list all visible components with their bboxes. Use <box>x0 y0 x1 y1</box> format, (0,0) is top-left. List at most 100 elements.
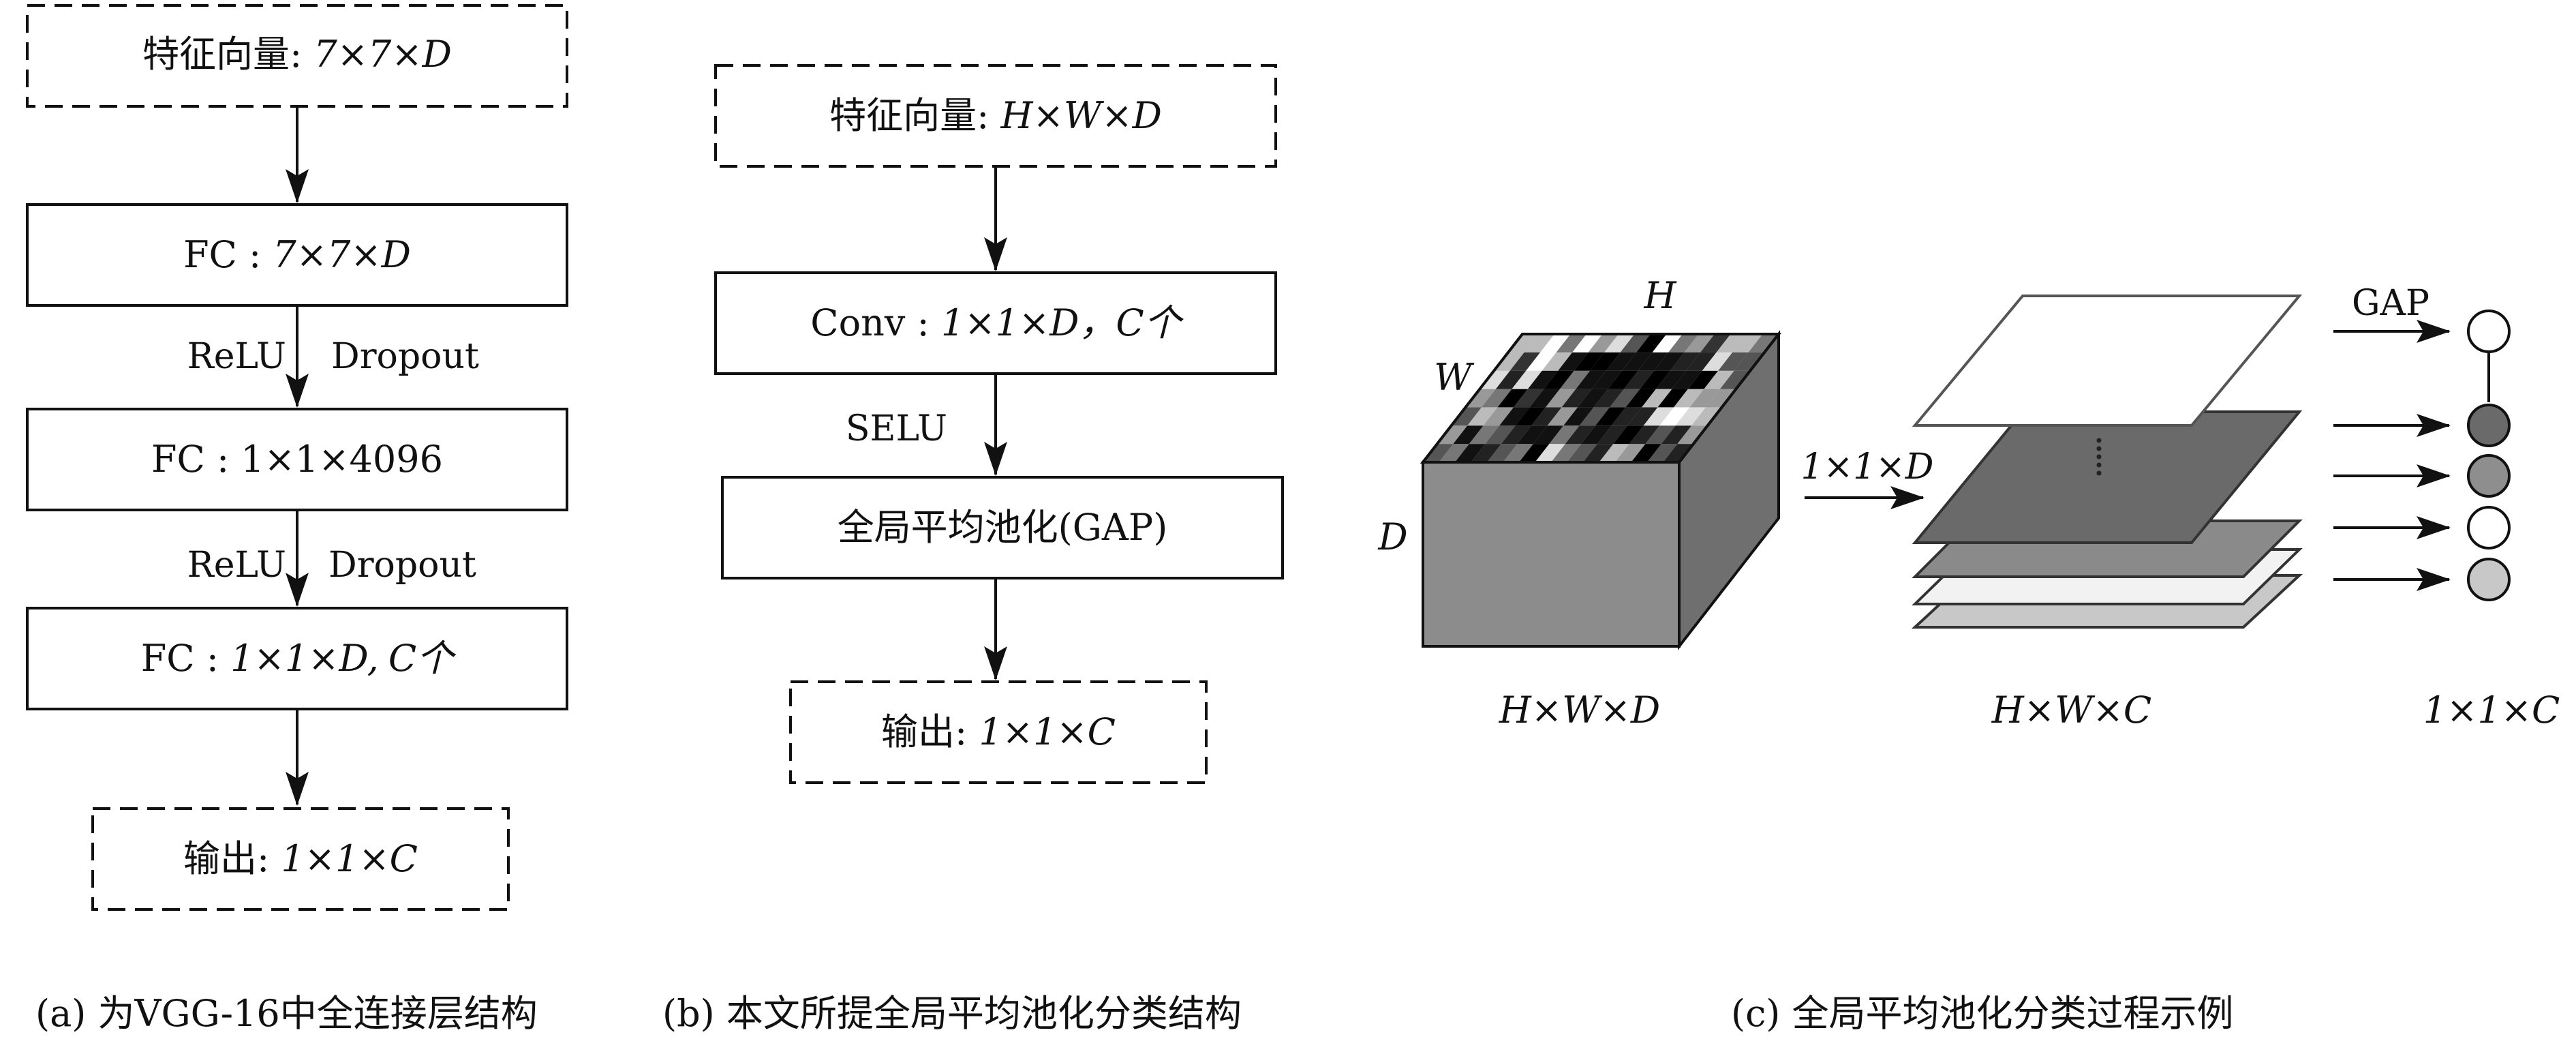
feature-map-stack <box>1911 295 2303 629</box>
cube-front-face <box>1422 461 1681 648</box>
cube-dims-label: H×W×D <box>1499 689 1660 732</box>
texture-cell <box>1453 425 1484 445</box>
relu-label-a2: ReLU <box>187 545 286 586</box>
output-dims-label: 1×1×C <box>2423 689 2560 732</box>
texture-cell <box>1437 425 1468 445</box>
caption-a: (a) 为VGG-16中全连接层结构 <box>35 992 538 1035</box>
texture-cell <box>1719 370 1751 389</box>
conv-label: Conv : 1×1×D，C个 <box>810 301 1184 344</box>
output-label-a: 输出: 1×1×C <box>183 837 418 880</box>
texture-cell <box>1561 389 1592 408</box>
texture-cell <box>1674 389 1704 408</box>
panel-c: H W D H×W×D 1×1×D H×W×C GAP <box>1377 274 2560 732</box>
texture-cell <box>1485 425 1516 445</box>
gap-box <box>721 476 1284 579</box>
ellipsis-dots <box>2096 438 2102 476</box>
map-layer-dark <box>1912 410 2303 544</box>
texture-cell <box>1657 389 1688 408</box>
texture-cell <box>1615 444 1646 462</box>
texture-cell <box>1559 370 1591 389</box>
texture-cell <box>1508 334 1539 352</box>
texture-cell <box>1531 407 1562 426</box>
texture-cell <box>1636 334 1667 352</box>
fc3-label: FC : 1×1×D,C个 <box>141 637 457 680</box>
texture-cell <box>1519 444 1550 462</box>
texture-cell <box>1497 389 1528 408</box>
texture-cell <box>1576 370 1606 389</box>
panel-b: 特征向量: H×W×D Conv : 1×1×D，C个 SELU 全局平均池化(… <box>714 64 1284 784</box>
texture-cell <box>1574 352 1605 371</box>
texture-cell <box>1643 407 1674 426</box>
texture-cell <box>1677 425 1708 445</box>
texture-cell <box>1579 407 1610 426</box>
texture-cell <box>1455 444 1486 462</box>
texture-cell <box>1620 334 1651 352</box>
texture-cell <box>1661 425 1692 445</box>
texture-cell <box>1591 370 1623 389</box>
texture-cell <box>1547 407 1578 426</box>
output-label-b: 输出: 1×1×C <box>881 710 1116 753</box>
maps-dims-label: H×W×C <box>1991 689 2151 732</box>
texture-cell <box>1549 425 1580 445</box>
texture-cell <box>1423 444 1454 462</box>
texture-cell <box>1546 389 1576 408</box>
texture-cell <box>1482 389 1512 408</box>
dropout-label-a1: Dropout <box>331 336 479 377</box>
output-node-3 <box>2467 454 2511 498</box>
output-box-b <box>789 680 1208 784</box>
map-layer-top <box>1912 295 2303 427</box>
texture-cell <box>1670 352 1701 371</box>
texture-cell <box>1551 444 1582 462</box>
texture-cell <box>1499 407 1530 426</box>
texture-cell <box>1535 444 1565 462</box>
texture-cell <box>1517 425 1548 445</box>
gap-arrow-label: GAP <box>2352 283 2429 324</box>
texture-cell <box>1578 389 1608 408</box>
texture-cell <box>1627 407 1658 426</box>
fc2-label: FC : 1×1×4096 <box>151 438 443 481</box>
texture-cell <box>1479 370 1510 389</box>
texture-cell <box>1672 370 1702 389</box>
texture-cell <box>1483 407 1514 426</box>
texture-cell <box>1654 352 1685 371</box>
texture-cell <box>1583 444 1614 462</box>
texture-cell <box>1599 444 1629 462</box>
texture-cell <box>1604 334 1635 352</box>
input-label-a: 特征向量: 7×7×D <box>142 33 452 76</box>
texture-cell <box>1684 334 1715 352</box>
texture-cell <box>1655 370 1687 389</box>
texture-cell <box>1509 352 1541 371</box>
caption-c: (c) 全局平均池化分类过程示例 <box>1731 992 2234 1035</box>
output-node-4 <box>2467 506 2511 549</box>
texture-cell <box>1563 407 1594 426</box>
texture-cell <box>1514 389 1544 408</box>
texture-cell <box>1542 352 1573 371</box>
texture-cell <box>1625 389 1656 408</box>
texture-cell <box>1610 389 1640 408</box>
texture-cell <box>1652 334 1683 352</box>
texture-cell <box>1544 370 1574 389</box>
texture-cell <box>1686 352 1717 371</box>
texture-cell <box>1526 352 1557 371</box>
texture-cell <box>1647 444 1678 462</box>
texture-cell <box>1622 352 1653 371</box>
output-box-a <box>91 807 510 911</box>
output-node-2 <box>2467 404 2511 447</box>
texture-cell <box>1465 389 1496 408</box>
texture-cell <box>1704 370 1734 389</box>
panel-a: 特征向量: 7×7×D FC : 7×7×D ReLU Dropout FC :… <box>26 4 568 911</box>
texture-cell <box>1503 444 1533 462</box>
texture-cell <box>1558 352 1589 371</box>
texture-cell <box>1608 370 1638 389</box>
texture-cell <box>1689 389 1720 408</box>
texture-cell <box>1467 407 1498 426</box>
texture-cell <box>1581 425 1612 445</box>
texture-cell <box>1593 389 1624 408</box>
texture-cell <box>1540 334 1571 352</box>
texture-cell <box>1588 334 1619 352</box>
texture-cell <box>1469 425 1500 445</box>
texture-cell <box>1501 425 1532 445</box>
texture-cell <box>1716 334 1747 352</box>
texture-cell <box>1595 407 1626 426</box>
